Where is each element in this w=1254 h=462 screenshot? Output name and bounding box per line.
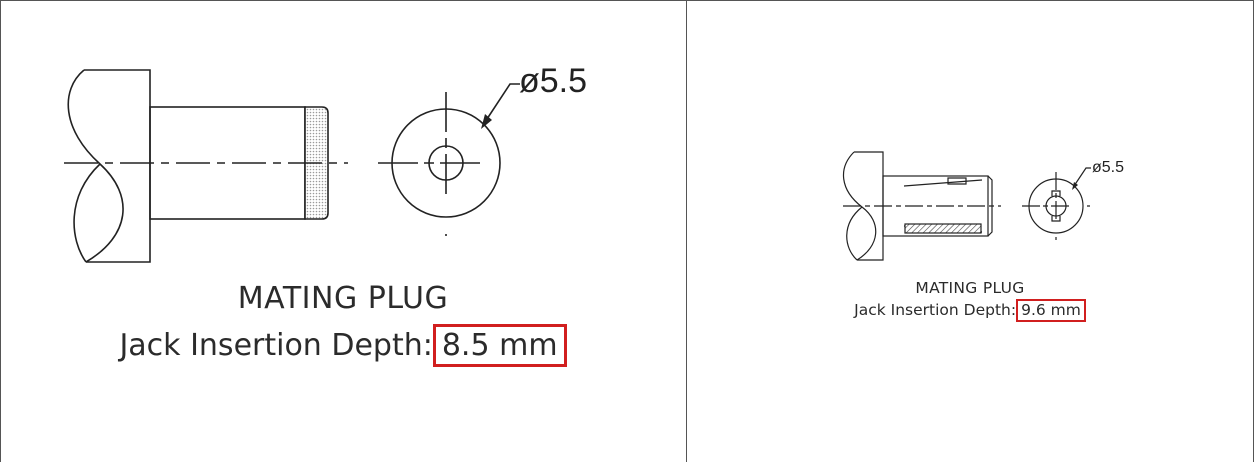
end-view-key bbox=[1051, 190, 1061, 196]
panel-right: ø5.5 MATING PLUG Jack Insertion Depth:9.… bbox=[686, 0, 1254, 462]
end-view-key-bottom bbox=[1051, 216, 1061, 222]
frame-top-border bbox=[0, 0, 1254, 1]
caption-title: MATING PLUG bbox=[915, 279, 1025, 297]
diameter-label: ø5.5 bbox=[1092, 159, 1124, 176]
break-line-right bbox=[846, 206, 863, 261]
depth-value-highlight: 8.5 mm bbox=[432, 324, 567, 367]
diameter-leader bbox=[484, 83, 520, 123]
sleeve-hatch bbox=[904, 223, 982, 234]
sleeve-slot bbox=[947, 177, 967, 185]
break-line-left bbox=[67, 69, 124, 263]
caption-depth: Jack Insertion Depth:8.5 mm bbox=[0, 324, 686, 367]
depth-prefix: Jack Insertion Depth: bbox=[854, 301, 1017, 319]
diameter-leader bbox=[1073, 167, 1091, 187]
panel-divider bbox=[686, 0, 687, 462]
caption-depth: Jack Insertion Depth:9.6 mm bbox=[686, 299, 1254, 323]
frame-left-border bbox=[0, 0, 1, 462]
leader-arrowhead bbox=[1072, 182, 1078, 190]
depth-prefix: Jack Insertion Depth: bbox=[119, 328, 433, 363]
plug-drawing-left: ø5.5 bbox=[64, 62, 587, 263]
panel-left: ø5.5 MATING PLUG Jack Insertion Depth:8.… bbox=[0, 62, 686, 367]
caption-title: MATING PLUG bbox=[237, 281, 449, 316]
diameter-label: ø5.5 bbox=[519, 62, 587, 100]
plug-shank bbox=[149, 106, 306, 220]
leader-arrowhead bbox=[481, 114, 492, 129]
depth-value-highlight: 9.6 mm bbox=[1016, 299, 1086, 323]
break-line-right bbox=[73, 163, 101, 263]
plug-drawing-right: ø5.5 bbox=[842, 151, 1124, 261]
